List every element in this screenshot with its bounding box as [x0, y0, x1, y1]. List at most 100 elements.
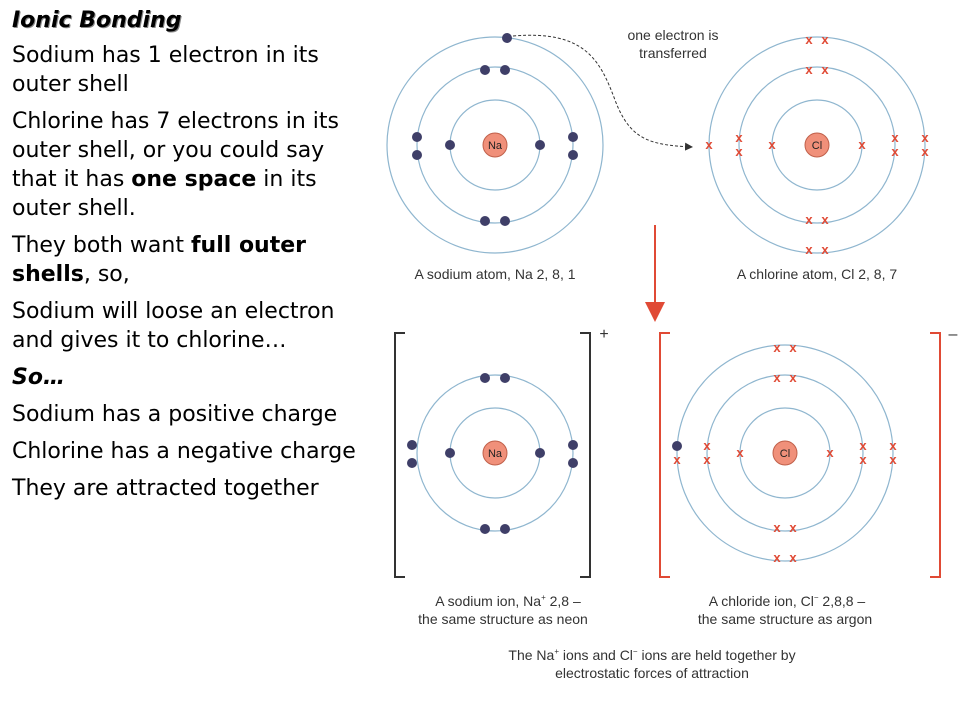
- shell-2: [416, 66, 574, 224]
- nucleus: [482, 132, 508, 158]
- electron: [568, 150, 578, 160]
- shell-1: [771, 99, 863, 191]
- bracket-left: [659, 332, 670, 578]
- electron-cross: x: [889, 438, 897, 453]
- slide-title: Ionic Bonding: [12, 8, 182, 33]
- electron-cross: x: [821, 32, 829, 47]
- sodium-ion-caption-line1: A sodium ion, Na+ 2,8 –: [435, 593, 581, 609]
- nucleus: [772, 440, 798, 466]
- electron-cross: x: [891, 144, 899, 159]
- transfer-arrow: [512, 34, 693, 151]
- negative-charge: –: [949, 326, 958, 343]
- electron: [407, 440, 417, 450]
- electron-cross: x: [705, 137, 713, 152]
- text-run: They both want: [12, 233, 191, 258]
- bracket-right: [930, 332, 941, 578]
- shell-3: [676, 344, 894, 562]
- shell-2: [706, 374, 864, 532]
- nucleus-symbol: Cl: [812, 140, 822, 152]
- bold-run: one space: [131, 167, 257, 192]
- electron-cross: x: [673, 452, 681, 467]
- electron-cross: x: [768, 137, 776, 152]
- bottom-caption-line2: electrostatic forces of attraction: [555, 665, 749, 681]
- sodium-atom-caption: A sodium atom, Na 2, 8, 1: [414, 266, 575, 282]
- electron-cross: x: [858, 137, 866, 152]
- paragraph-negative: Chlorine has a negative charge: [12, 439, 356, 464]
- electron-cross: x: [821, 62, 829, 77]
- electron-cross: x: [921, 144, 929, 159]
- superscript: +: [541, 593, 546, 602]
- electron-cross: x: [805, 242, 813, 257]
- electron-cross: x: [789, 520, 797, 535]
- caption-run: A sodium ion, Na: [435, 593, 541, 609]
- paragraph-chlorine-electrons: Chlorine has 7 electrons in its outer sh…: [12, 107, 372, 223]
- paragraph-attracted: They are attracted together: [12, 476, 319, 501]
- paragraph-positive: Sodium has a positive charge: [12, 402, 338, 427]
- electron: [568, 132, 578, 142]
- electron: [500, 373, 510, 383]
- electron: [500, 216, 510, 226]
- bold-run: full outer shells: [12, 233, 307, 287]
- nucleus-symbol: Na: [488, 140, 503, 152]
- electron-cross: x: [789, 340, 797, 355]
- outer-electron: [502, 33, 512, 43]
- chlorine-atom-caption: A chlorine atom, Cl 2, 8, 7: [737, 266, 898, 282]
- electron-cross: x: [773, 550, 781, 565]
- text-column: Ionic Bonding Sodium has 1 electron in i…: [12, 6, 372, 511]
- gained-electron: [672, 441, 682, 451]
- nucleus: [482, 440, 508, 466]
- text-run: in its outer shell.: [12, 167, 317, 221]
- electron: [445, 140, 455, 150]
- caption-run: ions are held together by: [638, 647, 796, 663]
- electron: [480, 373, 490, 383]
- caption-run: 2,8 –: [546, 593, 581, 609]
- electron-cross: x: [805, 212, 813, 227]
- electron: [480, 65, 490, 75]
- sodium-atom: Na: [386, 33, 604, 254]
- nucleus: [804, 132, 830, 158]
- caption-run: The Na: [508, 647, 554, 663]
- electron-cross: x: [703, 452, 711, 467]
- electron-cross: x: [773, 520, 781, 535]
- electron-cross: x: [891, 130, 899, 145]
- electron: [500, 524, 510, 534]
- electron-cross: x: [826, 445, 834, 460]
- bottom-caption-line1: The Na+ ions and Cl− ions are held toget…: [508, 647, 795, 663]
- electron-cross: x: [889, 452, 897, 467]
- paragraph-sodium-loses: Sodium will loose an electron and gives …: [12, 299, 335, 353]
- shell-1: [739, 407, 831, 499]
- electron: [568, 458, 578, 468]
- paragraph-sodium-electrons: Sodium has 1 electron in its outer shell: [12, 43, 319, 97]
- electron-cross: x: [773, 340, 781, 355]
- electrons: [412, 33, 578, 226]
- electron-cross: x: [859, 452, 867, 467]
- electron-cross: x: [735, 144, 743, 159]
- transfer-label-line1: one electron is: [627, 27, 718, 43]
- electron-cross: x: [821, 242, 829, 257]
- caption-run: ions and Cl: [559, 647, 633, 663]
- paragraph-so: So…: [12, 365, 65, 390]
- caption-run: A chloride ion, Cl: [709, 593, 814, 609]
- chloride-ion-caption-line2: the same structure as argon: [698, 611, 872, 627]
- electron: [568, 440, 578, 450]
- caption-run: 2,8,8 –: [819, 593, 866, 609]
- electron-cross: x: [789, 550, 797, 565]
- superscript: −: [633, 647, 638, 656]
- electron: [500, 65, 510, 75]
- text-run: , so,: [83, 262, 130, 287]
- nucleus-symbol: Na: [488, 448, 503, 460]
- electron-cross: x: [773, 370, 781, 385]
- electron: [535, 140, 545, 150]
- electron-cross: x: [805, 62, 813, 77]
- shell-3: [386, 36, 604, 254]
- electron-cross: x: [703, 438, 711, 453]
- positive-charge: +: [599, 326, 608, 343]
- paragraph-full-shells: They both want full outer shells, so,: [12, 231, 372, 289]
- shell-2: [416, 374, 574, 532]
- electron-cross: x: [735, 130, 743, 145]
- electrons: [407, 373, 578, 534]
- electron-cross: x: [821, 212, 829, 227]
